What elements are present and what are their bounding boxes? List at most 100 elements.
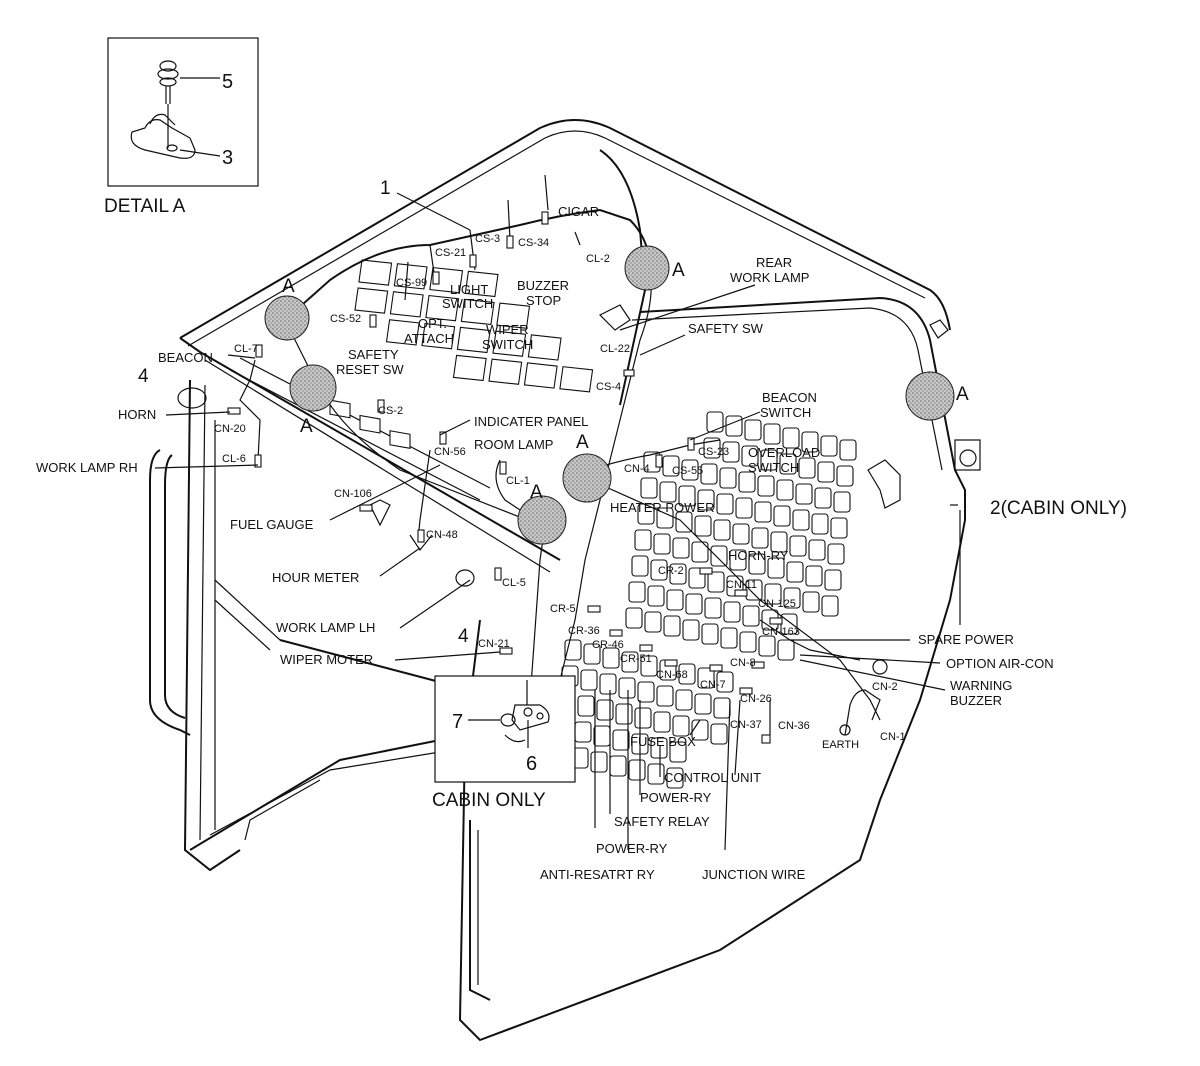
label-cn-1: CN-1	[880, 731, 906, 743]
label-control-unit: CONTROL UNIT	[664, 770, 761, 785]
label-cn-26: CN-26	[740, 693, 772, 705]
label-cr-51: CR-51	[620, 653, 652, 665]
hour-meter-connector	[409, 534, 433, 552]
label-cn-21: CN-21	[478, 638, 510, 650]
label-fuel-gauge: FUEL GAUGE	[230, 517, 314, 532]
label-wiper-moter: WIPER MOTER	[280, 652, 373, 667]
label-cs-4: CS-4	[596, 381, 621, 393]
item-2-marker: 2(CABIN ONLY)	[990, 498, 1127, 519]
label-overload-1: OVERLOAD	[748, 445, 820, 460]
leader-lines	[154, 192, 961, 851]
work-lamp-lh-icon	[455, 569, 475, 587]
air-con-connector-icon	[872, 659, 888, 675]
label-cr-2: CR-2	[658, 565, 684, 577]
label-cl-7: CL-7	[234, 343, 258, 355]
label-cn-36: CN-36	[778, 720, 810, 732]
label-opt-attach-1: OPT.	[418, 316, 447, 331]
label-safety-sw: SAFETY SW	[688, 321, 764, 336]
label-work-lamp-rh: WORK LAMP RH	[36, 460, 138, 475]
label-buzzer-stop-1: BUZZER	[517, 278, 569, 293]
label-cn-11: CN-11	[726, 579, 757, 591]
label-cn-4: CN-4	[624, 463, 650, 475]
label-cigar: CIGAR	[558, 204, 599, 219]
clip-a-6	[517, 495, 567, 545]
label-cs-23: CS-23	[698, 446, 729, 458]
label-cs-3: CS-3	[475, 233, 500, 245]
cabin-item-7: 7	[452, 711, 463, 733]
label-cs-99: CS-99	[396, 277, 427, 289]
cabin-only-title: CABIN ONLY	[432, 790, 546, 811]
label-room-lamp: ROOM LAMP	[474, 437, 553, 452]
fuel-gauge-connector	[369, 499, 391, 527]
clip-markers	[264, 245, 955, 545]
label-power-ry-1: POWER-RY	[640, 790, 712, 805]
label-option-air-con: OPTION AIR-CON	[946, 656, 1054, 671]
label-cr-5: CR-5	[550, 603, 576, 615]
label-horn: HORN	[118, 407, 156, 422]
cabin-only-box	[434, 675, 576, 783]
clip-a-1	[264, 295, 310, 341]
detail-item-3: 3	[222, 147, 233, 169]
clip-a-5	[562, 453, 612, 503]
label-warning-buzzer-1: WARNING	[950, 678, 1012, 693]
detail-a-box	[107, 37, 259, 187]
label-hour-meter: HOUR METER	[272, 570, 359, 585]
horn-icon	[177, 387, 207, 409]
detail-item-5: 5	[222, 71, 233, 93]
label-light-switch-2: SWITCH	[442, 296, 493, 311]
label-work-lamp-lh: WORK LAMP LH	[276, 620, 375, 635]
clip-a-3	[624, 245, 670, 291]
label-opt-attach-2: ATTACH	[404, 331, 454, 346]
clip-a-label-3: A	[672, 260, 685, 281]
label-anti-restart: ANTI-RESATRT RY	[540, 867, 655, 882]
cabin-item-6: 6	[526, 753, 537, 775]
label-warning-buzzer-2: BUZZER	[950, 693, 1002, 708]
label-beacon-switch-2: SWITCH	[760, 405, 811, 420]
label-cn-125: CN-125	[758, 598, 796, 610]
label-cr-46: CR-46	[592, 639, 624, 651]
label-safety-reset-2: RESET SW	[336, 362, 404, 377]
label-wiper-switch-2: SWITCH	[482, 337, 533, 352]
item-1-marker: 1	[380, 178, 391, 199]
clip-a-label-1: A	[282, 276, 295, 297]
label-indicater-panel: INDICATER PANEL	[474, 414, 588, 429]
label-cl-1: CL-1	[506, 475, 530, 487]
label-rear-work-lamp-2: WORK LAMP	[730, 270, 809, 285]
label-cn-37: CN-37	[730, 719, 762, 731]
item-4-marker-lamp: 4	[458, 626, 469, 647]
label-cn-48: CN-48	[426, 529, 458, 541]
label-cl-5: CL-5	[502, 577, 526, 589]
roof-grid	[354, 259, 594, 393]
label-cl-2: CL-2	[586, 253, 610, 265]
label-cn-56: CN-56	[434, 446, 466, 458]
label-rear-work-lamp-1: REAR	[756, 255, 792, 270]
label-cl-6: CL-6	[222, 453, 246, 465]
label-cn-7: CN-7	[700, 679, 726, 691]
label-beacon: BEACON	[158, 350, 213, 365]
connector-glyphs	[227, 211, 783, 744]
label-cs-34: CS-34	[518, 237, 549, 249]
label-cs-52: CS-52	[330, 313, 361, 325]
label-horn-ry: HORN-RY	[728, 548, 789, 563]
text-labels: 5 3 DETAIL A 7 6 CABIN ONLY 1 A A A A A …	[36, 71, 1127, 882]
label-cn-20: CN-20	[214, 423, 246, 435]
label-cn-2: CN-2	[872, 681, 898, 693]
clip-a-2	[289, 364, 337, 412]
earth-cable	[844, 689, 881, 736]
label-earth: EARTH	[822, 739, 859, 751]
label-overload-2: SWITCH	[748, 460, 799, 475]
label-light-switch-1: LIGHT	[450, 282, 488, 297]
label-cn-163: CN-163	[762, 626, 800, 638]
label-spare-power: SPARE POWER	[918, 632, 1014, 647]
clip-a-label-6: A	[530, 482, 543, 503]
clip-a-label-5: A	[576, 432, 589, 453]
label-cs-2: CS-2	[378, 405, 403, 417]
label-cs-55: CS-55	[672, 465, 703, 477]
label-cn-106: CN-106	[334, 488, 372, 500]
label-cl-22: CL-22	[600, 343, 630, 355]
rear-grid	[625, 411, 857, 661]
label-cn-68: CN-68	[656, 669, 688, 681]
label-cr-36: CR-36	[568, 625, 600, 637]
